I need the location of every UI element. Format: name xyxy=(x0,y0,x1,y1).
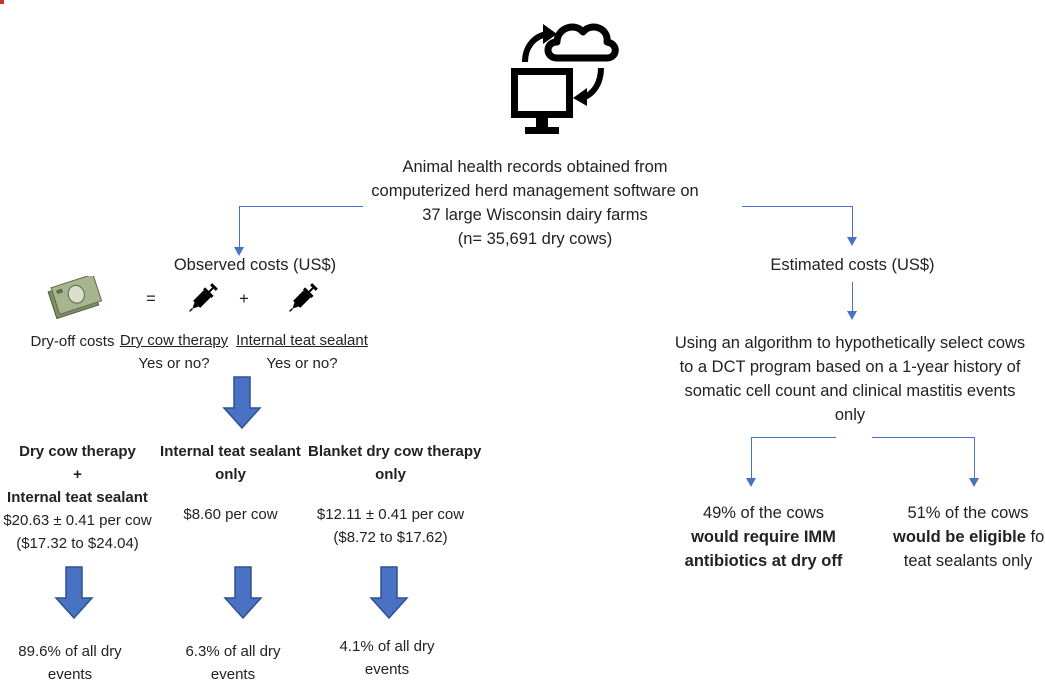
cloud-computer-sync-icon xyxy=(511,23,619,134)
scenario-1-cost: $20.63 ± 0.41 per cow xyxy=(3,512,152,529)
records-text: Animal health records obtained from comp… xyxy=(340,155,730,251)
connector-left-h xyxy=(239,206,363,207)
connector-estimated-arrowhead xyxy=(847,311,857,320)
scenario-3-title2: only xyxy=(375,466,406,483)
outcome-sealant: 51% of the cows would be eligible for te… xyxy=(893,501,1045,573)
equals-sign: = xyxy=(146,290,156,308)
outcome-sealant-line2-rest: for xyxy=(1030,528,1045,546)
outcome-sealant-line1: 51% of the cows xyxy=(907,504,1029,522)
records-line1: Animal health records obtained from xyxy=(402,158,668,176)
scenario-1-pct2: events xyxy=(47,666,93,683)
connector-left-v xyxy=(239,206,240,248)
dct-question: Yes or no? xyxy=(138,355,210,372)
outcome-imm-line2: would require IMM xyxy=(691,528,836,546)
observed-costs-title: Observed costs (US$) xyxy=(173,256,337,274)
syringe-icon-its xyxy=(289,283,318,312)
money-stack-icon xyxy=(47,276,103,320)
scenario-1-pct1: 89.6% of all dry xyxy=(18,643,122,660)
scenario-1-pct: 89.6% of all dry events xyxy=(5,640,135,686)
dryoff-label: Dry-off costs xyxy=(30,333,115,350)
outcome-imm: 49% of the cows would require IMM antibi… xyxy=(676,501,851,573)
connector-left-arrowhead xyxy=(234,247,244,256)
plus-sign: + xyxy=(239,290,249,308)
outcome-sealant-line2-bold: would be eligible xyxy=(893,528,1026,546)
scenario-2-title1: Internal teat sealant xyxy=(160,443,301,460)
its-label: Internal teat sealant xyxy=(236,332,368,349)
connector-split-left-arrowhead xyxy=(746,478,756,487)
dct-label: Dry cow therapy xyxy=(119,332,229,349)
scenario-3-range: ($8.72 to $17.62) xyxy=(333,529,448,546)
algorithm-line1: Using an algorithm to hypothetically sel… xyxy=(674,334,1026,352)
connector-split-left-v xyxy=(751,437,752,479)
algorithm-line2: to a DCT program based on a 1-year histo… xyxy=(679,358,1021,376)
scenario-2-cost: $8.60 per cow xyxy=(183,506,278,523)
scenario-3: Blanket dry cow therapy only $12.11 ± 0.… xyxy=(308,440,482,549)
algorithm-line3: somatic cell count and clinical mastitis… xyxy=(684,382,1016,400)
outcome-sealant-line2: would be eligible for xyxy=(893,525,1045,549)
outcome-imm-line3: antibiotics at dry off xyxy=(684,552,843,570)
connector-split-right-v xyxy=(974,437,975,479)
connector-estimated-v xyxy=(852,282,853,312)
scenario-1-title3: Internal teat sealant xyxy=(7,489,148,506)
scenario-3-pct2: events xyxy=(364,661,410,678)
scenario-3-title1: Blanket dry cow therapy xyxy=(308,443,482,460)
dct-block: Dry cow therapy Yes or no? xyxy=(118,329,230,375)
algorithm-line4: only xyxy=(834,406,866,424)
syringe-icon-dct xyxy=(189,283,218,312)
scenario-3-pct1: 4.1% of all dry xyxy=(339,638,435,655)
connector-right-h xyxy=(742,206,852,207)
block-arrow-scenario-2 xyxy=(223,566,263,620)
outcome-sealant-line3: teat sealants only xyxy=(903,552,1033,570)
its-question: Yes or no? xyxy=(266,355,338,372)
scenario-1-range: ($17.32 to $24.04) xyxy=(16,535,139,552)
scenario-1-title2: + xyxy=(73,466,82,483)
estimated-costs-title: Estimated costs (US$) xyxy=(770,256,935,274)
scenario-1-title1: Dry cow therapy xyxy=(19,443,136,460)
scenario-2-pct1: 6.3% of all dry xyxy=(185,643,281,660)
scenario-2-title2: only xyxy=(215,466,246,483)
corner-mark xyxy=(0,0,4,4)
block-arrow-scenario-3 xyxy=(369,566,409,620)
connector-right-v xyxy=(852,206,853,238)
scenario-2: Internal teat sealant only $8.60 per cow xyxy=(158,440,303,526)
cloud-icon xyxy=(544,23,619,62)
scenario-3-cost: $12.11 ± 0.41 per cow xyxy=(316,506,465,523)
outcome-imm-line1: 49% of the cows xyxy=(702,504,825,522)
connector-split-right-arrowhead xyxy=(969,478,979,487)
connector-right-arrowhead xyxy=(847,237,857,246)
records-line3: 37 large Wisconsin dairy farms xyxy=(422,206,648,224)
scenario-1: Dry cow therapy + Internal teat sealant … xyxy=(0,440,155,555)
its-block: Internal teat sealant Yes or no? xyxy=(236,329,368,375)
connector-split-left-h xyxy=(751,437,836,438)
scenario-2-pct: 6.3% of all dry events xyxy=(168,640,298,686)
records-line4: (n= 35,691 dry cows) xyxy=(457,230,613,248)
connector-split-right-h xyxy=(872,437,974,438)
algorithm-text: Using an algorithm to hypothetically sel… xyxy=(655,331,1045,427)
block-arrow-main xyxy=(222,376,262,430)
scenario-3-pct: 4.1% of all dry events xyxy=(322,635,452,681)
records-line2: computerized herd management software on xyxy=(371,182,699,200)
scenario-2-pct2: events xyxy=(210,666,256,683)
block-arrow-scenario-1 xyxy=(54,566,94,620)
